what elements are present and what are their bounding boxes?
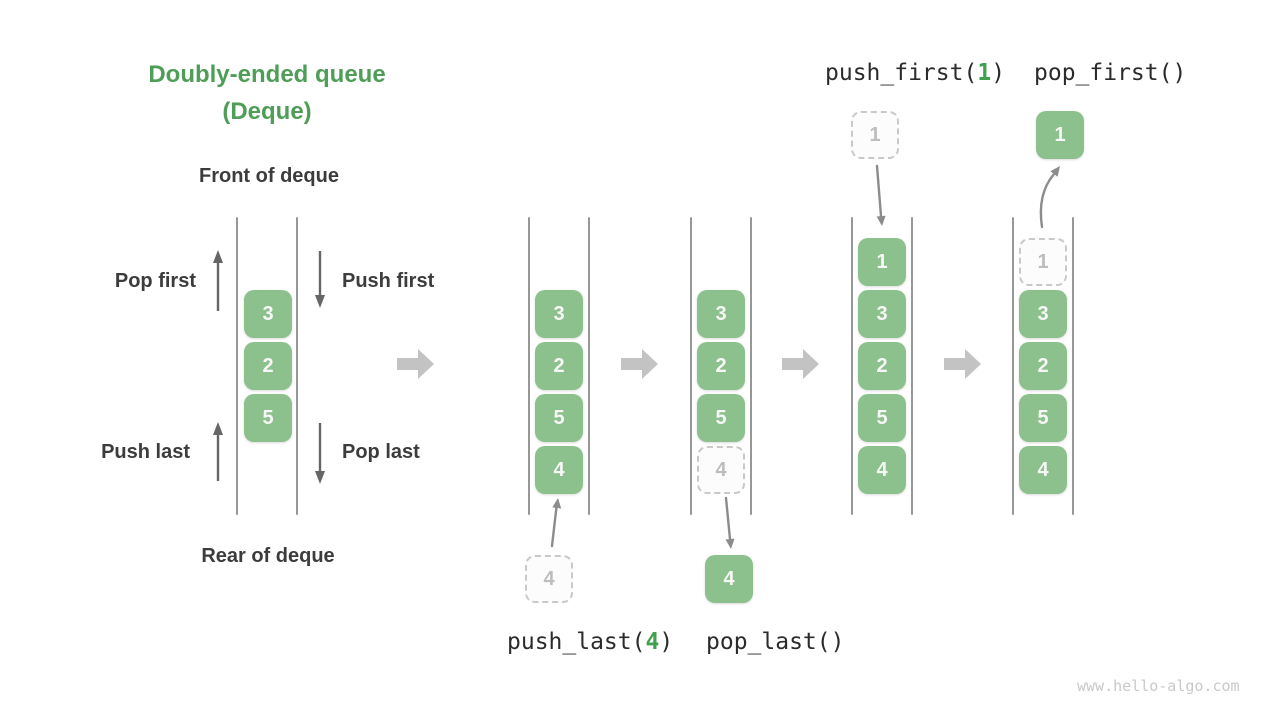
incoming-cell-ghost: 1 (851, 111, 899, 159)
push-first-label: Push first (342, 270, 435, 292)
queue-wall-line (690, 217, 692, 515)
watermark: www.hello-algo.com (1077, 677, 1240, 695)
queue-cell: 5 (1019, 394, 1067, 442)
queue-wall-line (750, 217, 752, 515)
incoming-cell-ghost: 4 (525, 555, 573, 603)
queue-cell-ghost: 4 (697, 446, 745, 494)
code-text: push_first( (825, 60, 978, 86)
queue-wall-line (911, 217, 913, 515)
queue-cell: 2 (858, 342, 906, 390)
queue-cell: 4 (535, 446, 583, 494)
pop-first-label: Pop first (114, 270, 196, 292)
transition-arrow-icon (397, 349, 434, 379)
queue-cell: 2 (1019, 342, 1067, 390)
pop-last-remove-arrow-icon (724, 496, 735, 549)
queue-cell: 3 (535, 290, 583, 338)
queue-wall-line (528, 217, 530, 515)
queue-cell: 3 (244, 290, 292, 338)
pop-last-code-label: pop_last() (706, 629, 845, 655)
queue-cell: 3 (1019, 290, 1067, 338)
push-last-insert-arrow-icon (550, 498, 562, 548)
diagram-title: Doubly-ended queue (Deque) (67, 56, 467, 130)
title-line-1: Doubly-ended queue (148, 61, 386, 88)
transition-arrow-icon (621, 349, 658, 379)
queue-cell: 2 (535, 342, 583, 390)
push-first-down-arrow-icon (315, 251, 325, 308)
pop-first-code-label: pop_first() (1034, 60, 1187, 86)
queue-cell: 5 (244, 394, 292, 442)
code-text: ) (991, 60, 1006, 86)
code-arg: 4 (645, 629, 660, 655)
queue-cell: 2 (244, 342, 292, 390)
push-last-code-label: push_last(4) (507, 629, 673, 655)
pop-last-down-arrow-icon (315, 423, 325, 484)
queue-cell: 5 (535, 394, 583, 442)
queue-wall-line (1012, 217, 1014, 515)
pop-first-up-arrow-icon (213, 250, 223, 311)
rear-of-deque-label: Rear of deque (201, 545, 335, 567)
code-arg: 1 (977, 60, 992, 86)
popped-cell: 4 (705, 555, 753, 603)
queue-wall-line (588, 217, 590, 515)
pop-last-label: Pop last (342, 441, 420, 463)
front-of-deque-label: Front of deque (199, 165, 339, 187)
transition-arrow-icon (782, 349, 819, 379)
queue-cell: 1 (858, 238, 906, 286)
popped-cell: 1 (1036, 111, 1084, 159)
queue-wall-line (236, 217, 238, 515)
queue-cell: 2 (697, 342, 745, 390)
code-text: push_last( (507, 629, 646, 655)
push-last-label: Push last (101, 441, 190, 463)
queue-cell-ghost: 1 (1019, 238, 1067, 286)
queue-cell: 3 (697, 290, 745, 338)
code-text: ) (659, 629, 674, 655)
queue-wall-line (851, 217, 853, 515)
queue-cell: 4 (1019, 446, 1067, 494)
queue-wall-line (1072, 217, 1074, 515)
title-line-2: (Deque) (222, 98, 312, 125)
queue-cell: 4 (858, 446, 906, 494)
transition-arrow-icon (944, 349, 981, 379)
push-first-insert-arrow-icon (875, 164, 886, 226)
push-last-up-arrow-icon (213, 422, 223, 481)
push-first-code-label: push_first(1) (825, 60, 1005, 86)
queue-cell: 5 (697, 394, 745, 442)
pop-first-remove-arrow-icon (1039, 166, 1060, 229)
queue-cell: 5 (858, 394, 906, 442)
queue-wall-line (296, 217, 298, 515)
queue-cell: 3 (858, 290, 906, 338)
